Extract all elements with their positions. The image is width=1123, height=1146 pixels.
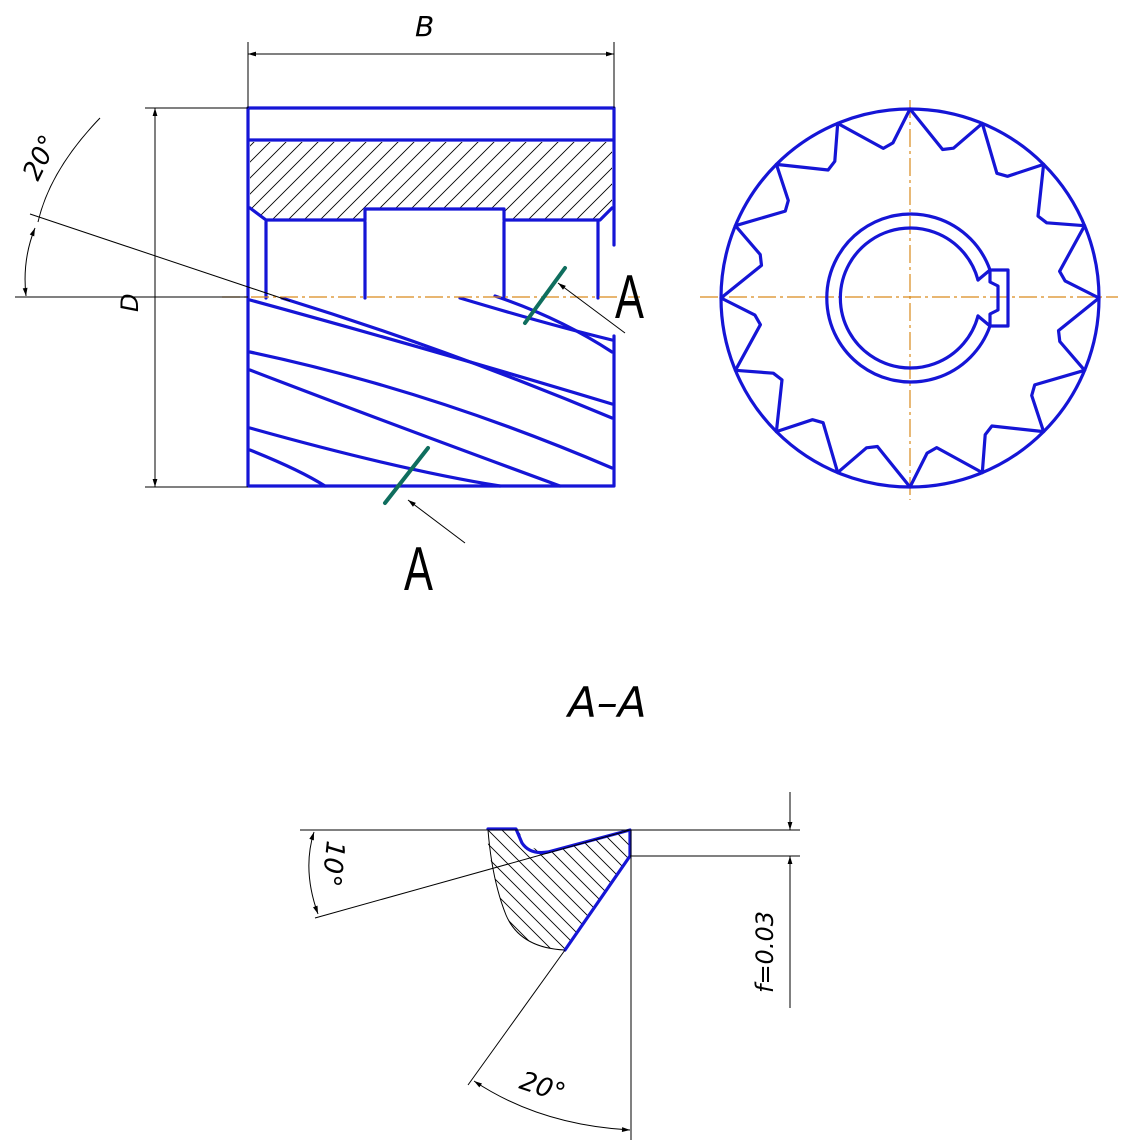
hatch-line [660,820,800,960]
hatch-line [549,142,612,220]
hatch-line [250,142,283,220]
hatch-line [517,142,612,220]
hatch-line [565,142,612,220]
hatch-line [486,829,577,950]
hatch-line [485,142,587,220]
hatch-line [614,130,714,230]
hatch-line [575,829,630,950]
flute-7 [458,296,614,342]
dim-d-label: D [116,294,144,312]
hatch-line [486,829,563,950]
section-title: A–A [565,678,646,727]
hatch-line [250,142,315,220]
hatch-line [341,142,443,220]
helix-angle-arc-2 [22,227,36,297]
bore-outline [248,206,614,300]
section-hatch [486,820,856,960]
helix-angle-arc [37,117,101,223]
hatch-line [357,142,459,220]
flute-2 [280,296,614,420]
hatch-line [277,142,379,220]
rake-line [314,829,631,919]
section-outline [486,827,632,952]
hatch-line [250,142,347,220]
hatch-line [293,142,395,220]
hatch-line [250,142,267,220]
section-mark-bottom: A [404,536,433,604]
hatch-line [581,142,612,220]
clearance-angle-arc [473,1080,631,1132]
flute-8 [493,294,614,354]
hatch-line [589,829,630,950]
hatch-line [630,130,730,230]
hatch-line [469,142,571,220]
hatch-line [250,142,251,220]
helix-angle-line [29,213,291,302]
cut-line-top [523,266,567,325]
dim-b-label: B [415,10,434,43]
front-view: A A B D 20° [15,10,794,604]
hatch-line [694,130,794,230]
hatch-line [405,142,507,220]
hatch-line [533,142,612,220]
teeth-profile [719,107,1101,489]
clearance-line [467,949,566,1086]
clearance-angle-label: 20° [516,1066,569,1109]
hub-ring-outer [825,212,992,384]
hatch-line [486,829,591,950]
hatch-line [646,130,746,230]
rake-angle-arc [308,831,319,915]
flute-4 [248,368,562,488]
hatch-line [421,142,523,220]
flute-3 [248,350,614,470]
section-thin-back [487,829,566,951]
flute-6 [248,448,327,488]
hatch-line [501,142,603,220]
land-dim-label: f=0.03 [751,911,779,993]
section-mark-top: A [615,264,644,332]
hatch-line [373,142,475,220]
helix-angle-label: 20° [17,130,64,185]
section-view: A–A 10° 20° f=0.03 [300,678,856,1140]
hatch-line [716,820,856,960]
cut-line-bottom [383,446,430,505]
flute-5 [248,426,502,488]
hatch-line [617,829,630,950]
hatch-line [261,142,363,220]
hatch-line [250,142,331,220]
end-view [700,100,1118,500]
cut-arrow-top [557,282,626,334]
hatch-line [662,130,762,230]
keyway [976,268,1010,328]
rake-angle-label: 10° [315,839,350,888]
bore-circle [838,226,980,370]
hatch-line [603,829,630,950]
hatch-line [325,142,427,220]
hatch-line [437,142,539,220]
cut-arrow-bottom [407,499,466,544]
hatch-line [486,829,549,950]
hatch-line [309,142,411,220]
hatch-line [674,820,814,960]
flute-1 [248,298,614,406]
hatch-line [389,142,491,220]
hatch-line [250,142,299,220]
